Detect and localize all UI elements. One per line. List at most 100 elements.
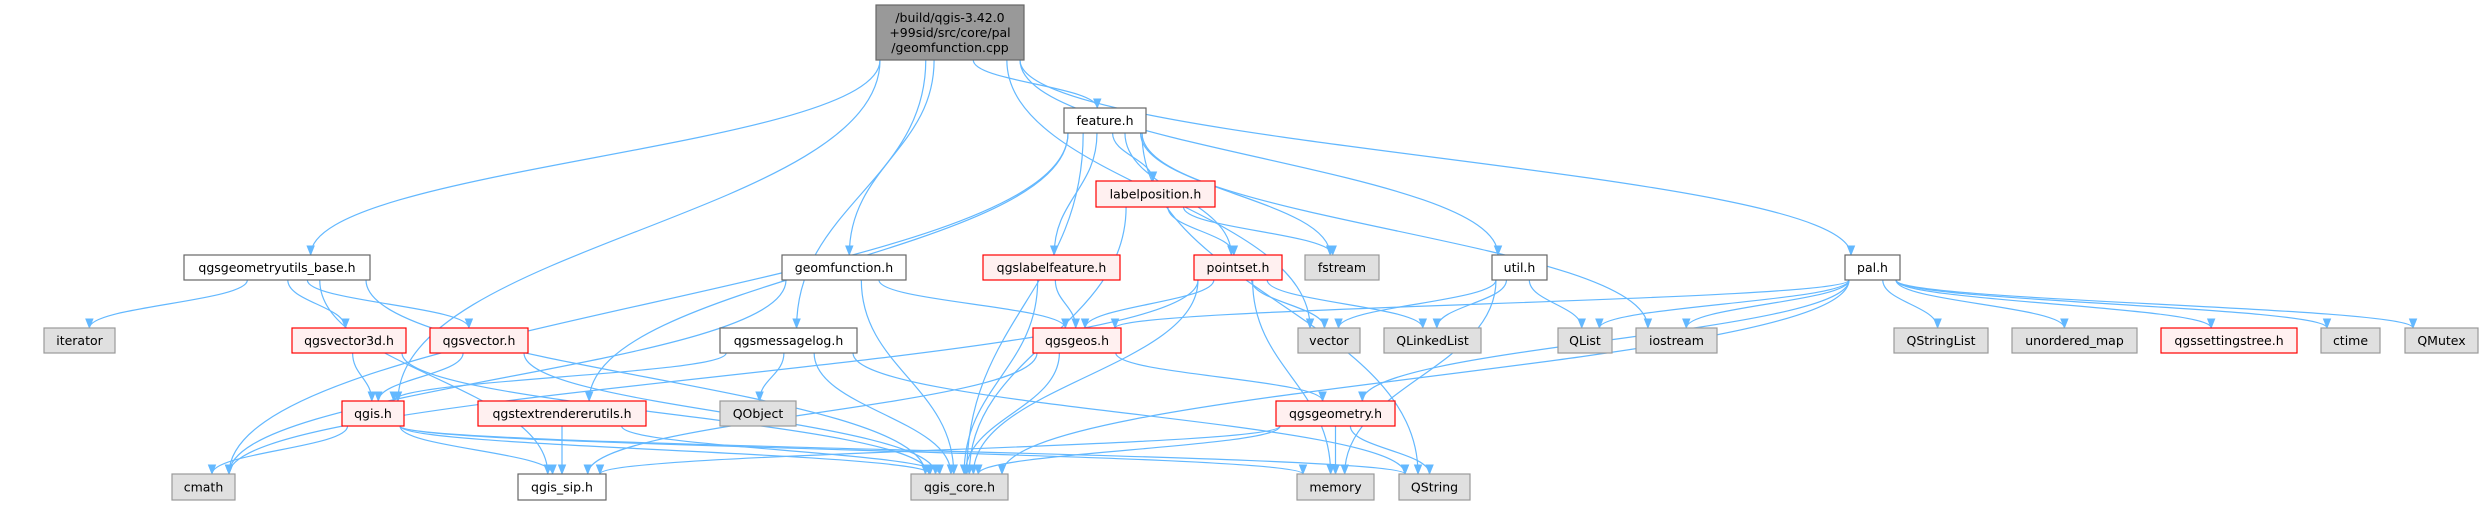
node-label-qgis_sip: qgis_sip.h (531, 480, 593, 495)
edge-pointset-to-qgis_core (969, 279, 1199, 476)
node-box-geomfunction (781, 254, 907, 281)
node-geomfunction[interactable]: geomfunction.h (781, 254, 907, 281)
edge-geometry-to-qstring (1349, 425, 1434, 476)
node-box-geomutils (183, 254, 371, 281)
edge-pal-to-geos (1111, 279, 1850, 330)
node-box-feature (1063, 107, 1147, 134)
node-cmath[interactable]: cmath (171, 473, 236, 501)
node-box-qlist (1557, 327, 1613, 354)
node-label-vector3d: qgsvector3d.h (304, 333, 394, 348)
node-util[interactable]: util.h (1491, 254, 1548, 281)
node-box-iterator (43, 327, 116, 354)
node-label-cmath: cmath (184, 480, 224, 495)
node-messagelog[interactable]: qgsmessagelog.h (719, 327, 858, 354)
edge-root-to-pal (1019, 59, 1856, 257)
node-box-qgis_core (910, 473, 1009, 501)
node-qlinkedlist[interactable]: QLinkedList (1383, 327, 1482, 354)
edge-geomutils-to-qgis_sip (319, 279, 553, 476)
node-label-textrenderer: qgstextrendererutils.h (492, 406, 631, 421)
node-label-geos: qgsgeos.h (1045, 333, 1109, 348)
node-box-pointset (1193, 254, 1283, 281)
node-label-geomfunction: geomfunction.h (795, 260, 893, 275)
edge-labelposition-to-fstream (1182, 206, 1337, 257)
node-label-pal: pal.h (1857, 260, 1888, 275)
node-qstring[interactable]: QString (1398, 473, 1471, 501)
node-label-settingstree: qgssettingstree.h (2174, 333, 2283, 348)
node-label-qlist: QList (1569, 333, 1601, 348)
node-label-geometry: qgsgeometry.h (1289, 406, 1382, 421)
edge-feature-to-cmath (224, 132, 1069, 476)
node-box-qlinkedlist (1383, 327, 1482, 354)
edge-qgis-to-qgis_sip (399, 425, 557, 476)
node-pointset[interactable]: pointset.h (1193, 254, 1283, 281)
node-vector[interactable]: vector (1297, 327, 1361, 354)
node-textrenderer[interactable]: qgstextrendererutils.h (477, 400, 647, 427)
edge-geomfunction-to-cmath (224, 279, 787, 476)
node-box-util (1491, 254, 1548, 281)
node-box-fstream (1304, 254, 1380, 281)
node-pal[interactable]: pal.h (1844, 254, 1901, 281)
edge-messagelog-to-qstring (852, 352, 1410, 476)
edge-root-to-messagelog (792, 59, 927, 330)
edge-qgis-to-qstring (399, 425, 1409, 476)
node-layer: /build/qgis-3.42.0+99sid/src/core/pal/ge… (43, 4, 2479, 501)
node-settingstree[interactable]: qgssettingstree.h (2160, 327, 2298, 354)
node-box-qgis_sip (517, 473, 607, 501)
node-label-fstream: fstream (1318, 260, 1366, 275)
node-qgis_core[interactable]: qgis_core.h (910, 473, 1009, 501)
node-iterator[interactable]: iterator (43, 327, 116, 354)
node-label-qstring: QString (1411, 480, 1458, 495)
edge-root-to-qgis (393, 59, 881, 403)
edge-messagelog-to-qobject (755, 352, 785, 403)
node-box-qobject (719, 400, 797, 427)
node-box-root (875, 4, 1025, 61)
node-label-ctime: ctime (2333, 333, 2368, 348)
node-box-textrenderer (477, 400, 647, 427)
node-labelfeature[interactable]: qgslabelfeature.h (982, 254, 1121, 281)
edge-qgis-to-cmath (207, 425, 349, 476)
edge-pal-to-qlist (1595, 279, 1850, 330)
node-qobject[interactable]: QObject (719, 400, 797, 427)
edge-geomutils-to-vector3d (287, 279, 350, 330)
node-geometry[interactable]: qgsgeometry.h (1275, 400, 1396, 427)
node-label-labelfeature: qgslabelfeature.h (997, 260, 1107, 275)
node-qmutex[interactable]: QMutex (2404, 327, 2479, 354)
edge-pal-to-unordered_map (1895, 279, 2069, 330)
edge-pal-to-qmutex (1895, 279, 2418, 330)
node-box-unordered_map (2011, 327, 2138, 354)
node-feature[interactable]: feature.h (1063, 107, 1147, 134)
node-unordered_map[interactable]: unordered_map (2011, 327, 2138, 354)
node-labelposition[interactable]: labelposition.h (1095, 180, 1216, 208)
edge-feature-to-iostream (1141, 132, 1653, 330)
node-geomutils[interactable]: qgsgeometryutils_base.h (183, 254, 371, 281)
node-box-qstringlist (1893, 327, 1989, 354)
edge-textrenderer-to-qgis_core (621, 425, 944, 476)
node-ctime[interactable]: ctime (2320, 327, 2381, 354)
node-box-qgis (341, 400, 405, 427)
node-qgis[interactable]: qgis.h (341, 400, 405, 427)
node-vector3d[interactable]: qgsvector3d.h (291, 327, 407, 354)
node-root[interactable]: /build/qgis-3.42.0+99sid/src/core/pal/ge… (875, 4, 1025, 61)
node-box-qmutex (2404, 327, 2479, 354)
node-iostream[interactable]: iostream (1635, 327, 1718, 354)
edge-feature-to-qgis_core (962, 132, 1084, 476)
node-memory[interactable]: memory (1296, 473, 1375, 501)
node-fstream[interactable]: fstream (1304, 254, 1380, 281)
edge-messagelog-to-qgis_core (813, 352, 956, 476)
edge-geos-to-geometry (1115, 352, 1327, 403)
node-label-feature: feature.h (1076, 113, 1133, 128)
edge-geometry-to-qgis_core (974, 425, 1281, 476)
node-label-labelposition: labelposition.h (1110, 187, 1202, 202)
edge-pointset-to-vector (1251, 279, 1329, 330)
node-geos[interactable]: qgsgeos.h (1032, 327, 1122, 354)
node-box-geometry (1275, 400, 1396, 427)
node-qstringlist[interactable]: QStringList (1893, 327, 1989, 354)
node-qlist[interactable]: QList (1557, 327, 1613, 354)
node-qgsvector[interactable]: qgsvector.h (429, 327, 529, 354)
edge-geomfunction-to-geos (878, 279, 1070, 330)
edge-pointset-to-geos (1080, 279, 1215, 330)
edge-util-to-memory (1340, 279, 1497, 476)
node-qgis_sip[interactable]: qgis_sip.h (517, 473, 607, 501)
node-box-qgsvector (429, 327, 529, 354)
